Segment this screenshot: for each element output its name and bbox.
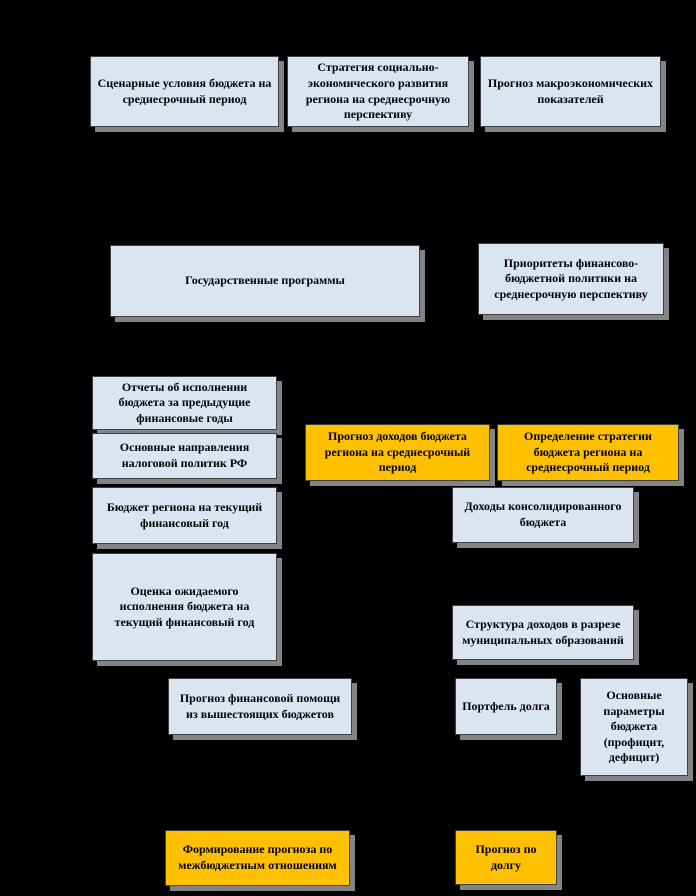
- node-label: Основные параметры бюджета (профицит, де…: [603, 688, 665, 765]
- node-label: Портфель долга: [462, 698, 550, 713]
- node-consolidated-revenue: Доходы консолидированного бюджета: [452, 487, 634, 543]
- node-debt-portfolio: Портфель долга: [455, 678, 557, 735]
- node-label: Прогноз макроэкономических показателей: [487, 75, 654, 106]
- node-label: Государственные программы: [185, 273, 345, 288]
- node-state-programs: Государственные программы: [110, 245, 420, 317]
- node-label: Структура доходов в разрезе муниципальны…: [462, 616, 624, 647]
- node-scenario-conditions: Сценарные условия бюджета на среднесрочн…: [90, 56, 279, 127]
- node-label: Доходы консолидированного бюджета: [464, 499, 622, 529]
- node-label: Бюджет региона на текущий финансовый год: [106, 499, 263, 530]
- node-label: Стратегия социально-экономического разви…: [305, 60, 451, 122]
- node-label: Формирование прогноза по межбюджетным от…: [178, 842, 337, 872]
- node-label: Прогноз доходов бюджета региона на средн…: [324, 429, 471, 475]
- node-financial-aid-forecast: Прогноз финансовой помощи из вышестоящих…: [168, 678, 352, 735]
- node-current-budget: Бюджет региона на текущий финансовый год: [92, 487, 277, 544]
- node-macro-forecast: Прогноз макроэкономических показателей: [480, 56, 661, 127]
- node-label: Прогноз финансовой помощи из вышестоящих…: [179, 690, 341, 721]
- node-tax-policy: Основные направления налоговой политик Р…: [92, 433, 277, 479]
- node-strategy-development: Стратегия социально-экономического разви…: [287, 56, 469, 127]
- node-fiscal-priorities: Приоритеты финансово-бюджетной политики …: [478, 243, 664, 315]
- node-revenue-structure: Структура доходов в разрезе муниципальны…: [452, 605, 634, 660]
- node-debt-forecast: Прогноз по долгу: [455, 830, 557, 885]
- node-label: Приоритеты финансово-бюджетной политики …: [494, 255, 648, 301]
- node-label: Определение стратегии бюджета региона на…: [524, 429, 652, 475]
- node-expected-execution: Оценка ожидаемого исполнения бюджета на …: [92, 553, 277, 661]
- node-label: Оценка ожидаемого исполнения бюджета на …: [114, 583, 255, 629]
- node-interbudget-forecast: Формирование прогноза по межбюджетным от…: [165, 830, 350, 886]
- node-revenue-forecast: Прогноз доходов бюджета региона на средн…: [305, 424, 490, 481]
- node-budget-parameters: Основные параметры бюджета (профицит, де…: [580, 678, 688, 776]
- node-label: Отчеты об исполнении бюджета за предыдущ…: [118, 379, 251, 425]
- node-execution-reports: Отчеты об исполнении бюджета за предыдущ…: [92, 376, 277, 430]
- node-strategy-definition: Определение стратегии бюджета региона на…: [497, 424, 679, 481]
- node-label: Прогноз по долгу: [475, 841, 537, 872]
- node-label: Основные направления налоговой политик Р…: [119, 440, 250, 470]
- node-label: Сценарные условия бюджета на среднесрочн…: [97, 75, 272, 106]
